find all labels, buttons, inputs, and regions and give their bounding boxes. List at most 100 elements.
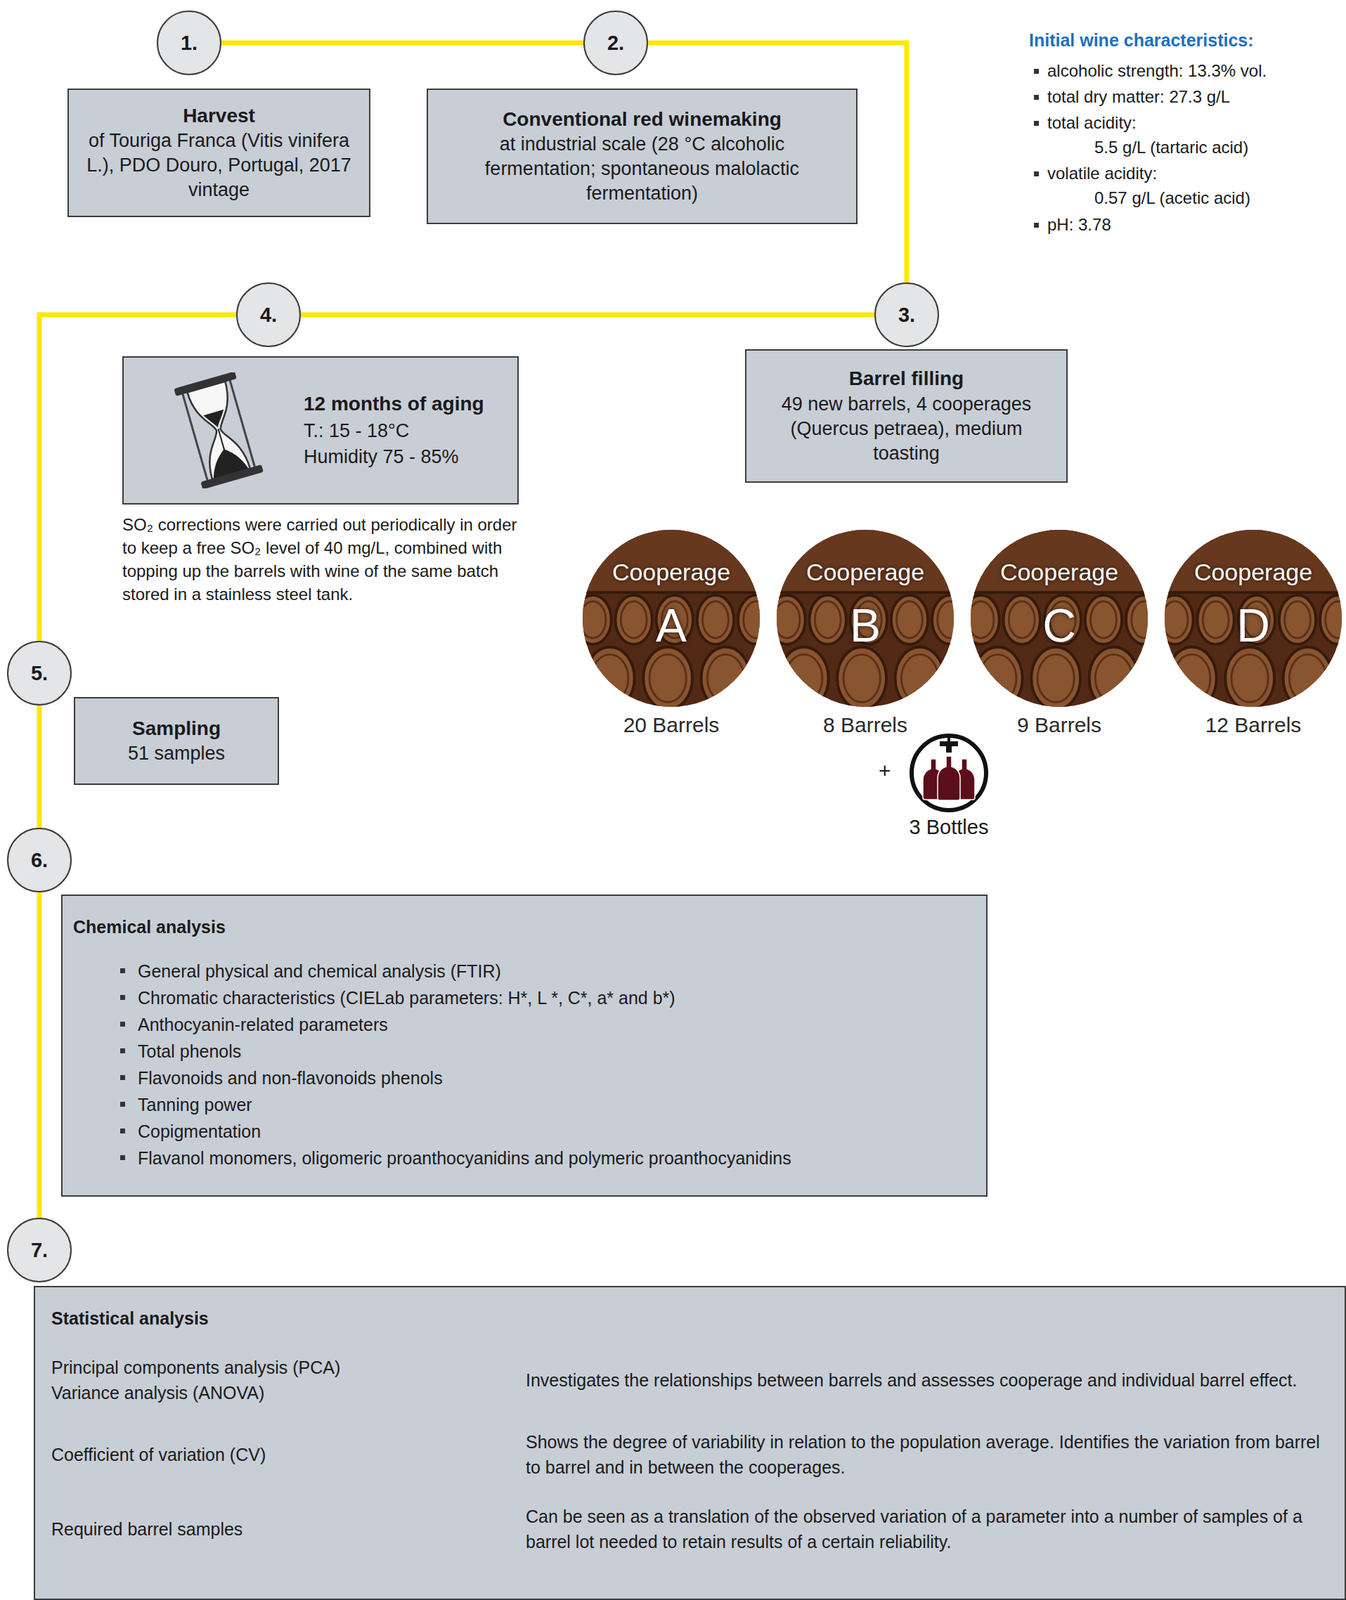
step-number-text: 7. [30, 1239, 48, 1263]
note-text: SO₂ corrections were carried out periodi… [122, 513, 534, 606]
list-text: Copigmentation [137, 1121, 261, 1142]
list-text: Flavanol monomers, oligomeric proanthocy… [137, 1148, 792, 1169]
bottle-ring [911, 735, 987, 811]
process-box: 12 months of agingT.: 15 - 18°CHumidity … [122, 356, 519, 505]
bottle [937, 756, 961, 801]
box-heading: Conventional red winemaking [502, 106, 782, 133]
bullet-mark [1033, 222, 1039, 228]
list-text: Tanning power [137, 1095, 253, 1115]
photo-shade [582, 529, 760, 708]
bullet-mark [120, 1128, 126, 1134]
bullet-mark [120, 1155, 126, 1161]
step-number: 7. [7, 1218, 72, 1283]
photo-shade [970, 529, 1148, 708]
cooperage-letter: B [776, 600, 954, 651]
cooperage-word: Cooperage [1164, 558, 1342, 587]
box-text: 49 new barrels, 4 cooperages (Quercus pe… [760, 392, 1053, 467]
characteristic-text: alcoholic strength: 13.3% vol. [1047, 59, 1267, 83]
list-text: Chromatic characteristics (CIELab parame… [137, 988, 676, 1008]
cellar-wall [582, 529, 760, 708]
photo-shade [776, 529, 954, 708]
connector-line [37, 705, 43, 828]
sand [203, 409, 228, 431]
step-number: 2. [583, 10, 649, 76]
cooperage-letter: D [1164, 600, 1342, 651]
bullet-mark [120, 1021, 126, 1027]
list-item: Anthocyanin-related parameters [73, 1011, 974, 1039]
cooperage-word: Cooperage [582, 558, 760, 587]
box-heading: Sampling [132, 716, 221, 742]
hourglass-plate [173, 372, 237, 397]
table-text: Required barrel samples [51, 1516, 526, 1543]
note-text: + [878, 759, 892, 783]
cooperage-circle: CooperageB8 Barrels [776, 529, 954, 708]
list-item: Tanning power [73, 1091, 974, 1119]
step-number-text: 6. [30, 849, 48, 873]
bullet-mark [120, 995, 126, 1001]
box-text: T.: 15 - 18°C [303, 418, 485, 445]
tap [939, 741, 959, 747]
section-heading: Initial wine characteristics: [1029, 28, 1254, 53]
bullet-mark [1033, 68, 1039, 74]
barrel-count: 12 Barrels [1129, 712, 1346, 739]
list-item: General physical and chemical analysis (… [73, 958, 974, 985]
hourglass [173, 372, 264, 489]
note-text: 5.5 g/L (tartaric acid) [1094, 135, 1249, 160]
process-box: Conventional red winemakingat industrial… [426, 88, 858, 225]
method-table: Principal components analysis (PCA)Varia… [51, 1355, 1328, 1555]
bullet-mark [120, 1102, 126, 1108]
table-cell: Required barrel samples [51, 1516, 526, 1543]
step-number: 3. [874, 282, 940, 348]
step-number: 6. [7, 827, 72, 893]
bullet-mark [1033, 94, 1039, 100]
barrel-count: 8 Barrels [741, 712, 989, 739]
box-text: at industrial scale (28 °C alcoholic fer… [442, 132, 843, 206]
barrel-count: 20 Barrels [547, 712, 795, 739]
cooperage-circle: CooperageD12 Barrels [1164, 529, 1342, 708]
table-text: Principal components analysis (PCA) [51, 1355, 526, 1381]
hourglass-glass [186, 381, 250, 480]
step-number: 4. [236, 282, 301, 348]
bullet-mark [1033, 171, 1039, 177]
list-text: Flavonoids and non-flavonoids phenols [137, 1068, 443, 1089]
bottle-icon [911, 735, 987, 811]
cellar-wall [776, 529, 954, 708]
bullet-mark [1033, 120, 1039, 126]
cooperage-word: Cooperage [776, 558, 954, 587]
cellar-wall [970, 529, 1148, 708]
box-heading: 12 months of aging [303, 390, 485, 419]
characteristic-text: volatile acidity: [1047, 161, 1157, 186]
step-number-text: 1. [180, 31, 198, 55]
box-text: of Touriga Franca (Vitis vinifera L.), P… [82, 128, 355, 203]
process-box: Barrel filling49 new barrels, 4 cooperag… [745, 349, 1068, 483]
table-text: Can be seen as a translation of the obse… [525, 1504, 1328, 1555]
list-text: General physical and chemical analysis (… [137, 961, 502, 982]
process-box: Sampling51 samples [73, 697, 280, 786]
table-text: Investigates the relationships between b… [525, 1367, 1328, 1394]
tap [946, 746, 952, 753]
connector-line [300, 312, 875, 318]
process-box: Harvestof Touriga Franca (Vitis vinifera… [67, 88, 371, 218]
box-heading: Harvest [182, 103, 256, 129]
text-column: 12 months of agingT.: 15 - 18°CHumidity … [303, 390, 485, 471]
cooperage-word: Cooperage [970, 558, 1148, 587]
step-number: 5. [7, 641, 72, 706]
list-item: Chromatic characteristics (CIELab parame… [73, 984, 974, 1012]
characteristic-text: pH: 3.78 [1047, 212, 1112, 237]
analysis-panel: Chemical analysisGeneral physical and ch… [61, 894, 988, 1197]
characteristic-text: total acidity: [1047, 111, 1137, 135]
bullet-mark [120, 1048, 126, 1054]
list-item: Flavanol monomers, oligomeric proanthocy… [73, 1144, 974, 1172]
list-item: Copigmentation [73, 1118, 974, 1145]
table-cell: Investigates the relationships between b… [525, 1367, 1328, 1394]
tap [947, 736, 951, 743]
step-number: 1. [156, 10, 222, 76]
analysis-panel: Statistical analysisPrincipal components… [33, 1286, 1346, 1600]
step-number-text: 3. [898, 303, 916, 327]
box-text: Humidity 75 - 85% [303, 444, 485, 471]
hourglass-icon [172, 372, 265, 489]
characteristic-text: total dry matter: 27.3 g/L [1047, 85, 1231, 109]
table-text: Shows the degree of variability in relat… [525, 1429, 1328, 1481]
note-text: 3 Bottles [899, 815, 999, 840]
